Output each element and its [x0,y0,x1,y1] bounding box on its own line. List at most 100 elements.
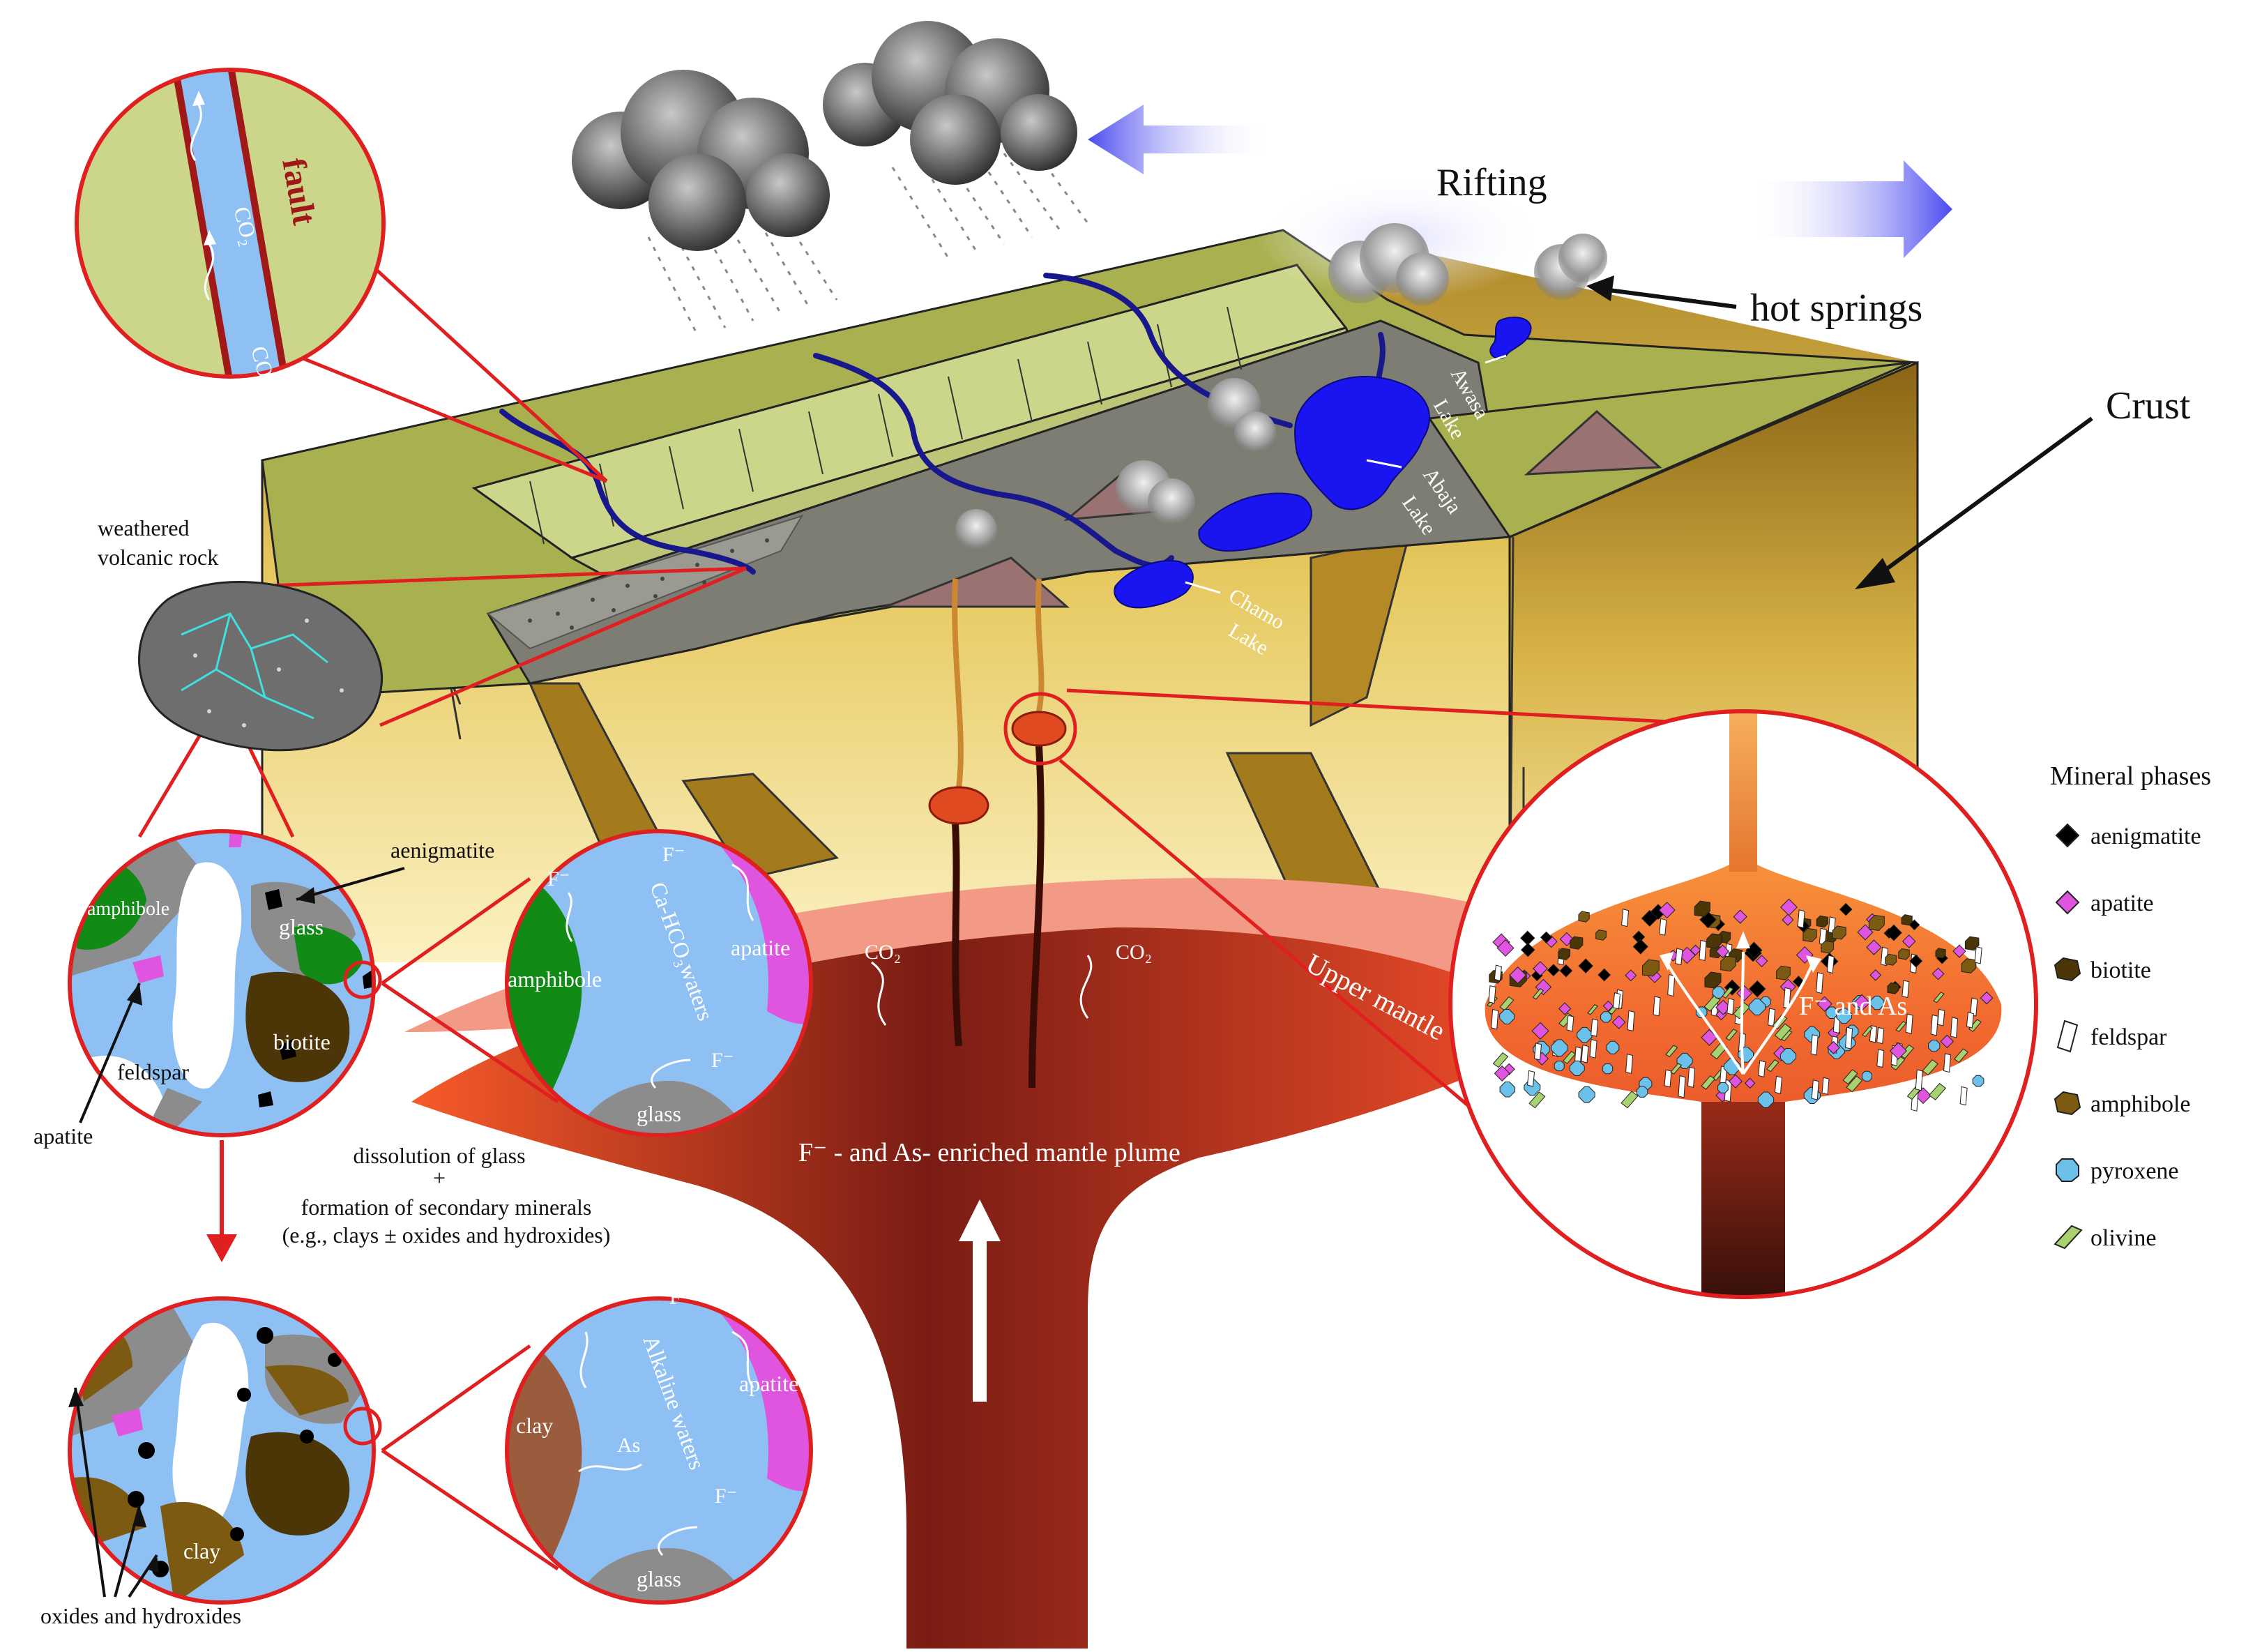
pointer-arrow-icon [127,983,142,1006]
crystal [1972,1075,1984,1087]
crystal [1915,1069,1923,1091]
crystal [1887,982,1899,994]
crystal [1587,1004,1598,1015]
crystal [1862,1026,1874,1038]
crystal [1832,925,1846,940]
crystal [1494,1065,1510,1082]
legend-item: amphibole [2054,1091,2191,1117]
crystal [1528,1091,1546,1109]
crystal [1779,1047,1797,1065]
crystal [1533,1043,1542,1061]
crystal [1748,998,1766,1016]
crystal [1675,948,1683,966]
crystal [1724,979,1740,996]
crystal [1531,1022,1549,1040]
zoom2-f-label-3: F⁻ [711,1049,734,1072]
crystal [1551,1039,1568,1057]
crystal [1966,1012,1974,1029]
crystal [1715,944,1730,959]
crystal [1980,991,1994,1005]
zoom4-as-label: As [617,1434,640,1457]
weathered-label-line1: weathered [98,515,189,540]
magma-conduits [928,578,1067,1089]
crystal [1589,1038,1597,1059]
legend-item-label: pyroxene [2090,1158,2179,1184]
crystal [1931,967,1945,980]
crystal [1533,961,1548,976]
crystal [1826,955,1835,974]
crystal [1665,1045,1678,1058]
crystal [1578,1086,1595,1103]
octagon-icon [2056,1158,2079,1182]
crystal [1943,1053,1952,1073]
crust-label: Crust [2106,384,2191,427]
zoom3-clay-label: clay [183,1538,220,1563]
crystal [1554,1061,1565,1072]
crystal [1547,964,1560,977]
crystal [1717,1082,1729,1093]
crystal [1861,1070,1872,1082]
crystal [1725,1029,1738,1041]
crystal [1641,909,1658,927]
crystal [1810,1034,1819,1056]
crystal [1933,992,1945,1003]
oxides-label: oxides and hydroxides [40,1603,241,1628]
awasa-lake [1489,317,1532,359]
chamo-lake [1114,560,1194,609]
crystal [1659,918,1667,936]
zoom4-glass-label: glass [637,1566,681,1591]
legend-item: apatite [2055,890,2154,916]
crystal [1846,1075,1863,1093]
crystal [1620,1091,1639,1109]
crystal [1964,936,1980,951]
pointer-arrow-icon [296,887,315,904]
crystal [1895,1021,1907,1032]
crystal-scatter [1487,898,1994,1112]
crystal [1826,1040,1840,1054]
crystal [1578,958,1593,973]
magma-chamber-zoom: F⁻ and As [1448,709,2038,1299]
crystal [1636,1086,1648,1098]
crystal [1704,971,1722,989]
crystal [1570,936,1584,950]
crystal [1816,915,1829,928]
weathered-rock: weathered volcanic rock [98,515,383,752]
crystal [1703,994,1721,1012]
crystal [1836,1008,1853,1024]
crystal [1597,968,1611,982]
legend-item: olivine [2054,1225,2156,1251]
parallelogram-icon [2054,1225,2083,1250]
zoom-secondary-minerals: clay oxides and hydroxides [40,1296,382,1628]
upward-arrow-icon [1806,955,1821,973]
crystal [1499,996,1515,1011]
zoom1-amphibole-label: amphibole [87,898,169,920]
pointer-arrow-icon [68,1388,84,1407]
zoom4-f-label-1: F⁻ [593,1286,616,1309]
crystal [1842,1069,1858,1085]
crystal [1491,1008,1499,1030]
crystal [1797,909,1805,929]
crystal [1922,1059,1938,1076]
crystal [1581,1044,1589,1063]
crystal [1749,980,1766,998]
zoom4-f-label-2: F⁻ [669,1286,692,1309]
pointer-arrow-icon [132,1506,146,1527]
crystal [1774,1075,1783,1094]
crystal [1611,1015,1626,1029]
crystal [1492,1052,1509,1068]
crystal [1578,911,1590,923]
crystal [1869,995,1885,1010]
crystal [1839,902,1853,916]
plume-label: F⁻ - and As- enriched mantle plume [798,1138,1181,1167]
crystal [1876,1049,1885,1068]
upward-arrow-icon [1660,952,1673,971]
crystal [1902,980,1910,999]
crystal [1952,944,1966,958]
crystal [1595,929,1607,941]
crystal [1766,1059,1779,1073]
crystal [1499,1008,1515,1024]
crystal [1722,987,1734,999]
zoom2-apatite-label: apatite [731,935,790,960]
crystal [1782,914,1794,926]
crystal [1701,1075,1716,1090]
